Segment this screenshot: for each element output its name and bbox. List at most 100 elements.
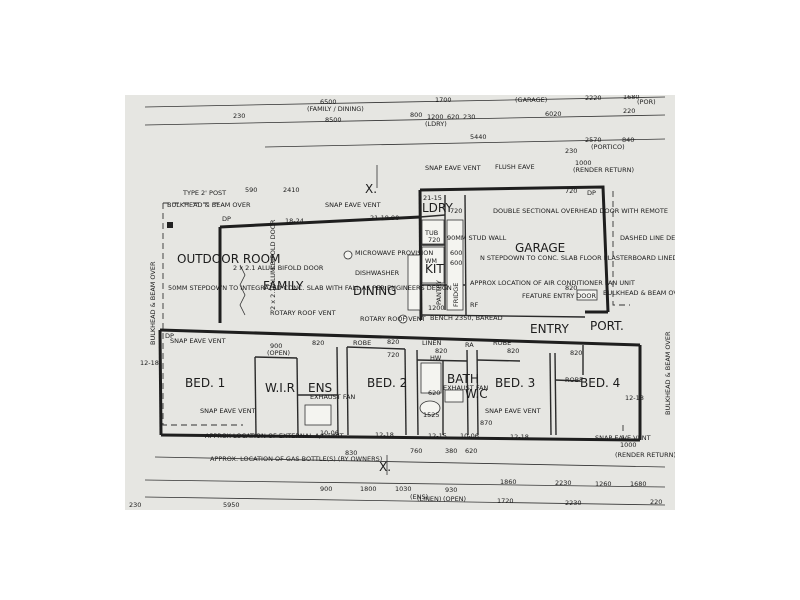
note-exhaust-bath: EXHAUST FAN	[443, 384, 488, 392]
bdim-open: (OPEN)	[443, 495, 466, 503]
code-rf: RF	[470, 301, 479, 309]
dim-top-2410: 2410	[283, 186, 300, 194]
idim-1525: 1525	[423, 411, 440, 419]
room-outdoor-room: OUTDOOR ROOM	[177, 252, 280, 266]
note-gas-bottles: APPROX. LOCATION OF GAS BOTTLE(S) (BY OW…	[210, 455, 382, 463]
room-bed4: BED. 4	[580, 376, 620, 390]
idim-820b: 820	[387, 338, 399, 346]
note-snap-eave-top: SNAP EAVE VENT	[325, 201, 381, 209]
room-wc: W.C	[465, 387, 488, 401]
note-garage-door: DOUBLE SECTIONAL OVERHEAD DOOR WITH REMO…	[493, 207, 668, 215]
dim-top-1680: 1680	[623, 95, 640, 101]
dim-top-2570: 2570	[585, 136, 602, 144]
code-12-18-b: 12-18	[375, 431, 394, 439]
code-21-18-90: 21-18 90	[370, 214, 399, 222]
annotation-notes: TYPE 2' POST BULKHEAD & BEAM OVER SNAP E…	[167, 163, 675, 463]
room-portico: PORT.	[590, 319, 624, 333]
note-fridge: FRIDGE	[452, 283, 460, 307]
bdim-230: 230	[129, 501, 141, 509]
dim-top-1200: 1200	[427, 113, 444, 121]
bdim-render-return: (RENDER RETURN)	[615, 451, 675, 459]
bdim-2230a: 2230	[555, 479, 572, 487]
note-feature-door: FEATURE ENTRY DOOR	[522, 292, 597, 300]
dim-top-8500: 8500	[325, 116, 342, 124]
idim-720c: 720	[387, 351, 399, 359]
ensuite-vanity	[304, 404, 332, 426]
bdim-1860: 1860	[500, 478, 517, 486]
note-garage-slab: N STEPDOWN TO CONC. SLAB FLOOR PLASTERBO…	[480, 254, 675, 262]
laundry-bench	[421, 246, 445, 284]
note-ext-ac: APPROX LOCATION OF EXTERNAL A/C UNIT	[205, 432, 344, 440]
code-10-06-a: 10-06	[320, 429, 339, 437]
bdim-220: 220	[650, 498, 662, 506]
room-bed1: BED. 1	[185, 376, 225, 390]
floor-plan-drawing: 6500 (FAMILY / DINING) 1700 (GARAGE) 222…	[129, 95, 675, 509]
internal-walls	[167, 194, 586, 436]
note-bulkhead-right: BULKHEAD & BEAM OVER	[664, 331, 672, 415]
dim-top-220: 220	[623, 107, 635, 115]
dim-top-portico: (PORTICO)	[591, 143, 625, 151]
dim-top-230c: 230	[565, 147, 577, 155]
bdim-1720: 1720	[497, 497, 514, 505]
bifold-door	[239, 264, 246, 316]
room-labels: OUTDOOR ROOM FAMILY DINING KIT LDRY GARA…	[177, 201, 624, 401]
note-dashed-line: DASHED LINE DENOTES EXTENT OF SELECTED R…	[620, 234, 675, 242]
dim-top-230b: 230	[463, 113, 475, 121]
bdim-900: 900	[320, 485, 332, 493]
section-marker-bottom: X.	[379, 460, 391, 474]
bath-shower	[420, 362, 442, 394]
note-snap-eave-bottom: SNAP EAVE VENT	[200, 407, 256, 415]
bdim-380: 380	[445, 447, 457, 455]
note-flush-eave: FLUSH EAVE	[495, 163, 535, 171]
idim-620: 620	[428, 389, 440, 397]
dining-rotary-vent	[398, 314, 408, 324]
note-bulkhead-left: BULKHEAD & BEAM OVER	[149, 261, 157, 345]
bdim-ens: (ENS)	[410, 493, 428, 501]
idim-1200: 1200	[428, 304, 445, 312]
dim-top-ldry: (LDRY)	[425, 120, 447, 128]
fixtures	[304, 219, 598, 426]
dim-top-590: 590	[245, 186, 257, 194]
idim-870: 870	[480, 419, 492, 427]
dim-top-2220: 2220	[585, 95, 602, 102]
bdim-5950: 5950	[223, 501, 240, 509]
note-microwave: MICROWAVE PROVISION	[355, 249, 433, 257]
room-robe-bed4: ROBE	[565, 376, 583, 384]
bdim-930: 930	[445, 486, 457, 494]
room-linen: LINEN	[422, 339, 442, 347]
dim-top-garage: (GARAGE)	[515, 96, 547, 104]
idim-720d: 720	[565, 187, 577, 195]
dim-top-800: 800	[410, 111, 422, 119]
room-family: FAMILY	[263, 279, 304, 293]
note-snap-eave-right: SNAP EAVE VENT	[595, 434, 651, 442]
note-pantry: PANTRY	[435, 280, 443, 305]
dim-top-840: 840	[622, 136, 634, 144]
code-tub: TUB	[424, 229, 438, 237]
room-dining: DINING	[353, 284, 397, 298]
bdim-620: 620	[465, 447, 477, 455]
bdim-linen: (LINEN)	[417, 495, 441, 503]
wc-pan	[444, 389, 464, 403]
note-type2-post: TYPE 2' POST	[182, 189, 226, 197]
room-garage: GARAGE	[515, 241, 565, 255]
external-walls	[158, 185, 642, 442]
room-ensuite: ENS	[308, 381, 332, 395]
vertical-notes: BULKHEAD & BEAM OVER BULKHEAD & BEAM OVE…	[149, 219, 672, 415]
code-18-24: 18-24	[285, 217, 304, 225]
kitchen-bench	[407, 254, 421, 311]
code-dp-garage: DP	[587, 189, 596, 197]
room-bed2: BED. 2	[367, 376, 407, 390]
dim-top-620: 620	[447, 113, 459, 121]
idim-820c: 820	[435, 347, 447, 355]
post-marker	[167, 222, 173, 228]
dim-top-6020: 6020	[545, 110, 562, 118]
bdim-1260: 1260	[595, 480, 612, 488]
bdim-1800: 1800	[360, 485, 377, 493]
section-markers: X. X.	[365, 165, 391, 475]
dim-top-family-dining: (FAMILY / DINING)	[307, 105, 364, 113]
room-kit: KIT	[425, 262, 444, 276]
code-dp-outdoor: DP	[222, 215, 231, 223]
code-hw: HW	[430, 354, 442, 362]
section-marker-top: X.	[365, 182, 377, 196]
note-dishwasher: DISHWASHER	[355, 269, 400, 277]
